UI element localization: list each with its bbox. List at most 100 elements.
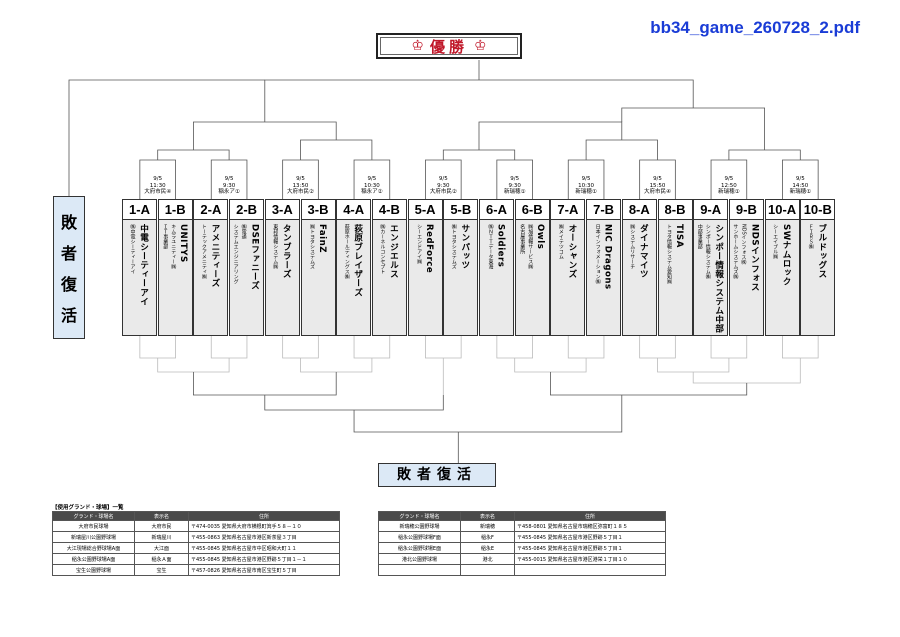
champion-label: 優勝 xyxy=(429,37,468,56)
team-company: 萩原ホールディングス㈱ xyxy=(343,224,350,279)
team-code: 5-A xyxy=(408,200,442,220)
team-company: 日本インフォメーション㈱ xyxy=(594,224,601,284)
team-name: FainZ xyxy=(317,224,327,253)
table-row: 稲永公園野球場F面稲永F〒455-0845 愛知県名古屋市港区野跡５丁目１ xyxy=(378,531,666,543)
team-code: 3-A xyxy=(265,200,299,220)
team-slot: 1-A 中電シーティーアイ㈱中電シーティーアイ xyxy=(122,199,157,336)
table-row: 大府市民球場大府市民〒474-0035 愛知県大府市横根町箕手５８－１０ xyxy=(52,520,340,532)
team-name: ダイナマイツ xyxy=(638,224,649,279)
team-company: ㈱中電シーティーアイ xyxy=(129,224,136,274)
team-name: DSEファニーズ xyxy=(249,224,260,291)
team-slot: 2-B DSEファニーズ㈱電通システムエンジニアリング xyxy=(229,199,265,336)
table-row: 宝生公園野球場宝生〒457-0826 愛知県名古屋市南区宝生町５丁目 xyxy=(52,564,340,576)
venue-table-right: グランド・球場名表示名住所 新瑞穂公園野球場新瑞穂〒458-0801 愛知県名古… xyxy=(378,511,666,576)
team-name: Soldiers xyxy=(495,224,506,268)
team-slot: 5-B サンパッツ㈱トヨタシステムズ xyxy=(443,199,479,336)
team-name: Owls xyxy=(535,224,546,250)
team-company: ㈱電通 xyxy=(240,224,247,239)
team-code: 5-B xyxy=(444,200,478,220)
team-code: 9-B xyxy=(729,200,763,220)
team-slot: 2-A アメニティーズトーテックアメニティ㈱ xyxy=(193,199,229,336)
team-code: 3-B xyxy=(301,200,335,220)
bracket-line xyxy=(657,358,730,373)
team-name: 中電シーティーアイ xyxy=(138,224,149,306)
team-code: 8-A xyxy=(622,200,656,220)
filename-label: bb34_game_260728_2.pdf xyxy=(650,18,860,37)
team-name: SWナムロック xyxy=(781,224,792,287)
team-slot: 9-A シンポー情報システム中部シンポー情報システム㈱中部事業部 xyxy=(693,199,729,336)
crown-icon: ♔ xyxy=(411,38,424,54)
team-company: ㈱旭情報サービス㈱ xyxy=(527,224,534,269)
team-code: 10-A xyxy=(765,200,799,220)
venue-table-title: 【使用グランド・球場】一覧 xyxy=(52,505,124,511)
table-row: 稲永公園野球場A面稲永Ａ面〒455-0845 愛知県名古屋市港区野跡５丁目１－１ xyxy=(52,553,340,565)
bracket-line xyxy=(478,121,623,150)
bracket-line xyxy=(193,372,337,396)
team-name: NDSインフォス xyxy=(749,224,760,292)
team-company: NDSインフォス㈱ xyxy=(740,224,747,265)
team-name: ブルドッグス xyxy=(816,224,827,279)
table-row: 新瑞穂公園野球場新瑞穂〒458-0801 愛知県名古屋市瑞穂区弥富町１８５ xyxy=(378,520,666,532)
bracket-line xyxy=(210,336,248,359)
bracket-line xyxy=(496,336,533,359)
team-code: 7-B xyxy=(587,200,621,220)
champion-box: ♔ 優勝 ♔ xyxy=(376,33,522,59)
bracket-line xyxy=(550,372,748,396)
team-slot: 7-A オーシャンズ㈱メイテツコム xyxy=(550,199,586,336)
team-name: UNITYS xyxy=(178,224,189,263)
bracket-line xyxy=(282,336,319,359)
team-slot: 4-B エンジエルス㈱カーネルコンセプト xyxy=(371,199,407,336)
bracket-line xyxy=(692,358,801,384)
team-company: シンポー情報システム㈱ xyxy=(704,224,711,279)
team-company-dept: ＩＴ事業部 xyxy=(162,224,169,249)
bracket-line xyxy=(710,336,748,359)
team-slot: 4-A 荻原ブレイザーズ萩原ホールディングス㈱ xyxy=(336,199,372,336)
bracket-line xyxy=(139,336,176,359)
bracket-line xyxy=(157,358,230,373)
team-name: シンポー情報システム中部 xyxy=(713,224,724,334)
team-company: ＦＩＲＳ㈱ xyxy=(807,224,814,249)
bracket-line xyxy=(300,139,373,160)
bracket-line xyxy=(193,121,337,150)
table-row: 大江現場総合野球場A面大江面〒455-0845 愛知県名古屋市中区昭和大町１１ xyxy=(52,542,340,554)
team-company: ㈱トヨタシステムズ xyxy=(450,224,457,269)
bracket-line xyxy=(639,336,676,359)
team-slot: 8-A ダイナマイツ㈱システムリサーチ xyxy=(621,199,657,336)
team-name: オーシャンズ xyxy=(566,224,577,279)
team-name: TISA xyxy=(674,224,684,248)
team-slot: 3-B FainZ㈱トヨタシステムズ xyxy=(300,199,336,336)
bracket-line xyxy=(514,358,587,373)
team-code: 1-B xyxy=(158,200,192,220)
team-company: トーテックアメニティ㈱ xyxy=(200,224,207,279)
team-slot: 3-A タンブラーズ東邦情報システム㈱ xyxy=(264,199,300,336)
bracket-line xyxy=(353,336,391,359)
team-code: 8-B xyxy=(658,200,692,220)
team-company: シーエイブル㈱ xyxy=(772,224,779,259)
team-company: シーエンドアイ㈱ xyxy=(416,224,423,264)
losers-side-label: 敗 者 復 活 xyxy=(53,196,85,339)
team-name: RedForce xyxy=(424,224,435,274)
team-name: NIC Dragons xyxy=(602,224,613,290)
team-name: タンブラーズ xyxy=(281,224,292,279)
team-slot: 6-A Soldiers㈱ＮＴＴデータ東海 xyxy=(479,199,514,336)
team-company-dept: サンホームシステムズ㈱ xyxy=(732,224,739,279)
bracket-line xyxy=(68,79,265,196)
team-company: ㈱トヨタシステムズ xyxy=(309,224,315,269)
bracket-line xyxy=(782,336,819,359)
crown-icon: ♔ xyxy=(474,38,487,54)
bracket-line xyxy=(442,149,516,160)
bracket-line xyxy=(585,139,658,160)
bracket-line xyxy=(621,107,765,150)
team-code: 6-B xyxy=(515,200,549,220)
team-company: ㈱システムリサーチ xyxy=(629,224,636,269)
team-company: ㈱カーネルコンセプト xyxy=(379,224,386,274)
